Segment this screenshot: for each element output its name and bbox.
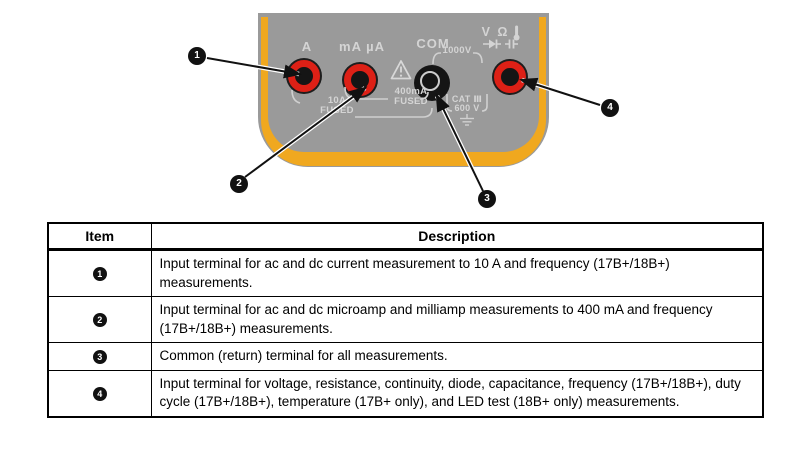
fuse-10a-label: 10A FUSED bbox=[320, 95, 354, 116]
table-row: 4 Input terminal for voltage, resistance… bbox=[47, 369, 764, 417]
item-4-badge: 4 bbox=[92, 386, 107, 401]
fuse-400ma-label: 400mA FUSED bbox=[394, 86, 428, 107]
rating-1000v-label: 1000V bbox=[442, 45, 472, 56]
terminal-ma-label: mA µA bbox=[339, 39, 385, 54]
item-cell: 4 bbox=[47, 369, 152, 417]
terminal-com-label: COM bbox=[416, 36, 450, 51]
terminal-a-label: A bbox=[301, 39, 313, 54]
item-cell: 3 bbox=[47, 342, 152, 371]
com-jack-ring bbox=[420, 71, 440, 91]
description-cell: Input terminal for voltage, resistance, … bbox=[150, 369, 764, 417]
item-cell: 2 bbox=[47, 296, 152, 343]
item-3-badge: 3 bbox=[92, 350, 107, 364]
table-row: 3 Common (return) terminal for all measu… bbox=[47, 342, 764, 371]
table-row: 1 Input terminal for ac and dc current m… bbox=[47, 249, 764, 297]
thermometer-icon bbox=[513, 25, 520, 41]
table-header-row: Item Description bbox=[47, 222, 764, 251]
terminal-a-jack bbox=[288, 60, 320, 92]
callout-3-badge: 3 bbox=[478, 190, 496, 208]
item-2-badge: 2 bbox=[92, 313, 107, 328]
callout-2-badge: 2 bbox=[230, 175, 248, 193]
item-column-header: Item bbox=[47, 222, 152, 251]
cat-rating-label: CAT Ⅲ 600 V bbox=[451, 94, 483, 113]
description-cell: Input terminal for ac and dc current mea… bbox=[150, 249, 764, 297]
terminal-v-jack bbox=[494, 61, 526, 93]
terminal-v-label-block: V Ω bbox=[482, 25, 521, 41]
callout-4-badge: 4 bbox=[601, 99, 619, 117]
description-column-header: Description bbox=[150, 222, 764, 251]
table-row: 2 Input terminal for ac and dc microamp … bbox=[47, 296, 764, 343]
terminal-description-table: Item Description 1 Input terminal for ac… bbox=[47, 222, 764, 418]
description-cell: Common (return) terminal for all measure… bbox=[150, 342, 764, 371]
terminal-ma-jack bbox=[344, 64, 376, 96]
item-cell: 1 bbox=[47, 249, 152, 297]
item-1-badge: 1 bbox=[92, 267, 107, 282]
description-cell: Input terminal for ac and dc microamp an… bbox=[150, 296, 764, 343]
multimeter-figure: A mA µA COM 1000V V Ω 10A FUSED 400mA FU… bbox=[0, 0, 794, 212]
v-ohm-label: V Ω bbox=[481, 25, 510, 39]
callout-1-badge: 1 bbox=[188, 47, 206, 65]
